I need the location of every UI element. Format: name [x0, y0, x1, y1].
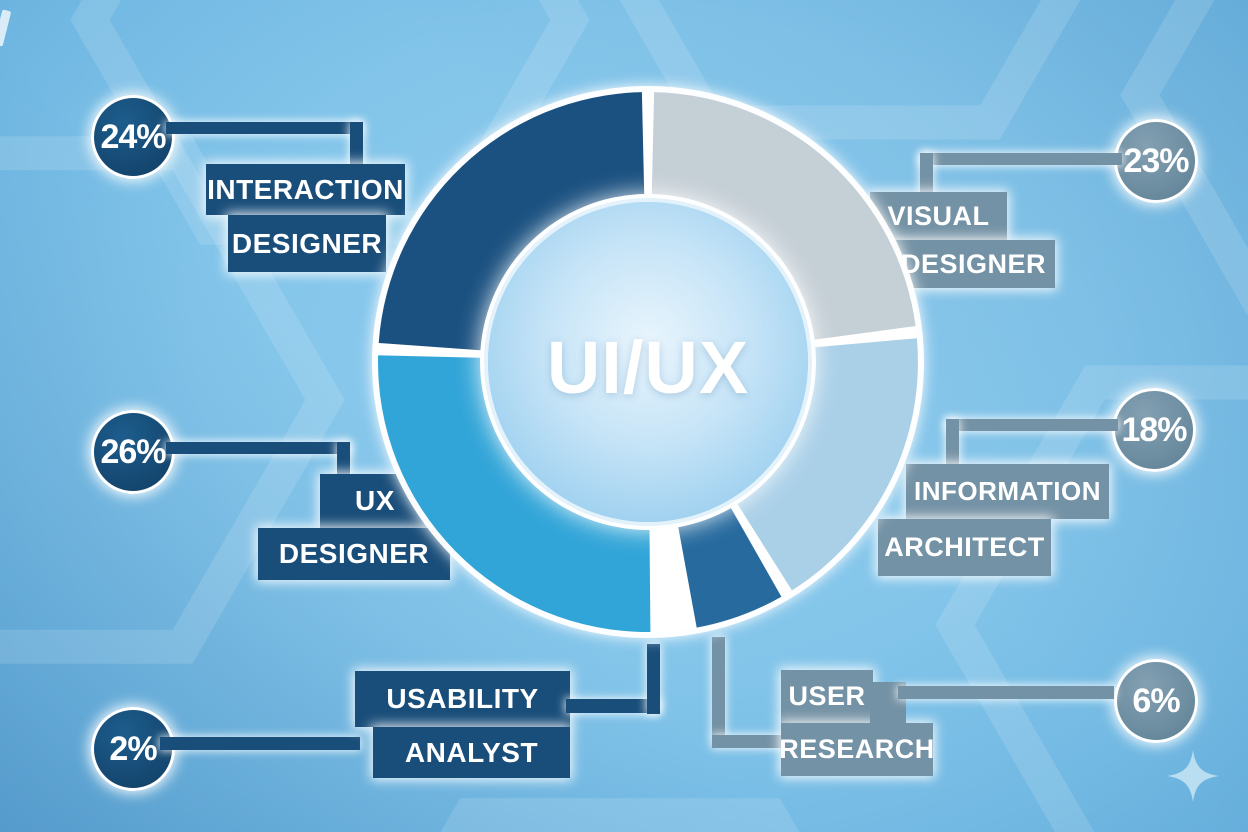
- hexagon-outline: [935, 365, 1248, 832]
- label-usability-analyst-line1: USABILITY: [355, 671, 570, 727]
- label-usability-analyst-line2: ANALYST: [373, 727, 570, 778]
- label-information-architect-line1: INFORMATION: [906, 464, 1109, 519]
- connector-information-vertical: [946, 419, 959, 467]
- sparkle-icon: [1167, 750, 1219, 802]
- connector-usability-stub: [566, 699, 660, 713]
- label-visual-designer-line1: VISUAL: [870, 192, 1007, 240]
- donut-center-circle: UI/UX: [488, 202, 808, 522]
- label-interaction-designer-line1: INTERACTION: [206, 164, 405, 215]
- label-user-research-line1: USER: [781, 670, 873, 723]
- connector-ux-horizontal: [166, 442, 350, 454]
- connector-visual-vertical: [920, 153, 933, 197]
- percent-value: 18%: [1121, 410, 1187, 449]
- connector-visual-horizontal: [920, 153, 1122, 165]
- percent-badge-visual-designer: 23%: [1114, 119, 1198, 203]
- percent-value: 2%: [109, 729, 157, 768]
- center-title: UI/UX: [546, 325, 750, 409]
- percent-value: 24%: [100, 117, 166, 156]
- label-information-architect-line2: ARCHITECT: [878, 519, 1051, 576]
- connector-interaction-horizontal: [166, 122, 362, 134]
- hexagon-outline: [1120, 0, 1248, 317]
- connector-user-to-badge: [898, 686, 1114, 699]
- connector-usability-horizontal: [160, 737, 360, 750]
- connector-user-from-donut: [712, 637, 725, 737]
- connector-information-horizontal: [946, 419, 1118, 431]
- hexagon-outline: [0, 136, 345, 664]
- label-ux-designer-line2: DESIGNER: [258, 528, 450, 580]
- connector-user-horizontal: [712, 735, 787, 748]
- label-visual-designer-line2: DESIGNER: [892, 240, 1055, 288]
- connector-ux-vertical: [337, 442, 350, 480]
- percent-badge-user-research: 6%: [1114, 659, 1198, 743]
- label-ux-designer-line1: UX: [320, 474, 430, 528]
- percent-badge-usability-analyst: 2%: [91, 707, 175, 791]
- connector-interaction-vertical: [350, 122, 363, 170]
- connector-usability-to-donut: [647, 644, 660, 714]
- label-user-research-line2: RESEARCH: [779, 723, 934, 776]
- hexagon-outline: [619, 0, 1081, 140]
- percent-badge-information-architect: 18%: [1112, 388, 1196, 472]
- percent-value: 6%: [1132, 681, 1180, 720]
- percent-value: 23%: [1123, 141, 1189, 180]
- label-interaction-designer-line2: DESIGNER: [228, 215, 386, 272]
- percent-badge-interaction-designer: 24%: [91, 95, 175, 179]
- percent-value: 26%: [100, 432, 166, 471]
- hexagon-outline: [440, 798, 800, 832]
- percent-badge-ux-designer: 26%: [91, 410, 175, 494]
